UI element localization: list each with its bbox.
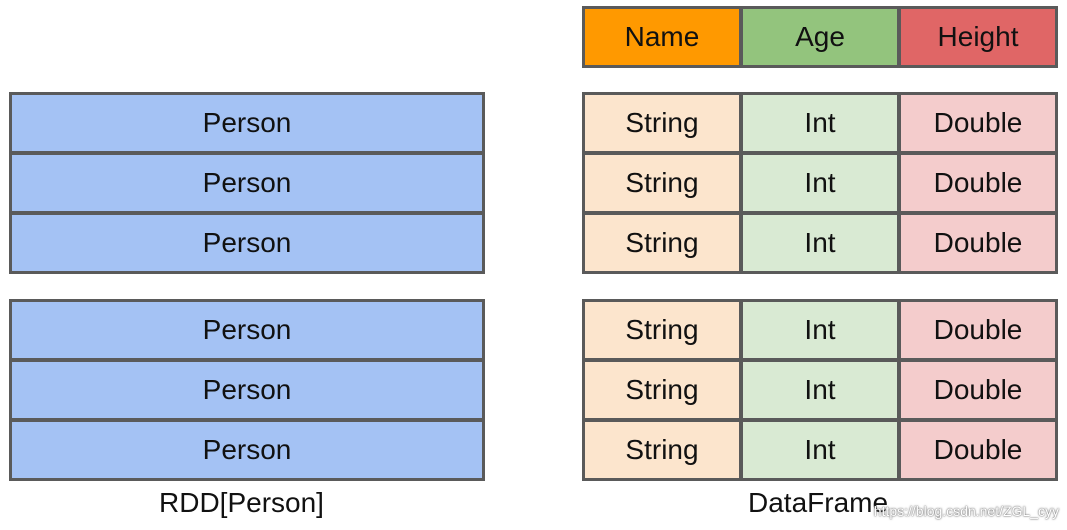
df-height-cell: Double	[898, 152, 1058, 214]
df-age-cell: Int	[740, 359, 900, 421]
df-height-cell: Double	[898, 299, 1058, 361]
df-height-cell: Double	[898, 92, 1058, 154]
dataframe-caption: DataFrame	[748, 487, 889, 518]
df-age-cell: Int	[740, 152, 900, 214]
header-name: Name	[582, 6, 742, 68]
df-age-cell: Int	[740, 92, 900, 154]
df-age-cell: Int	[740, 419, 900, 481]
rdd-person-row: Person	[9, 359, 485, 421]
rdd-person-row: Person	[9, 152, 485, 214]
df-age-cell: Int	[740, 299, 900, 361]
rdd-person-row: Person	[9, 92, 485, 154]
df-height-cell: Double	[898, 419, 1058, 481]
header-height: Height	[898, 6, 1058, 68]
df-name-cell: String	[582, 359, 742, 421]
header-age: Age	[740, 6, 900, 68]
df-name-cell: String	[582, 152, 742, 214]
rdd-caption: RDD[Person]	[159, 487, 324, 518]
df-height-cell: Double	[898, 359, 1058, 421]
df-name-cell: String	[582, 212, 742, 274]
watermark: https://blog.csdn.net/ZGL_cyy	[873, 503, 1059, 519]
df-name-cell: String	[582, 92, 742, 154]
df-height-cell: Double	[898, 212, 1058, 274]
rdd-person-row: Person	[9, 419, 485, 481]
df-age-cell: Int	[740, 212, 900, 274]
df-name-cell: String	[582, 299, 742, 361]
rdd-person-row: Person	[9, 299, 485, 361]
df-name-cell: String	[582, 419, 742, 481]
rdd-person-row: Person	[9, 212, 485, 274]
